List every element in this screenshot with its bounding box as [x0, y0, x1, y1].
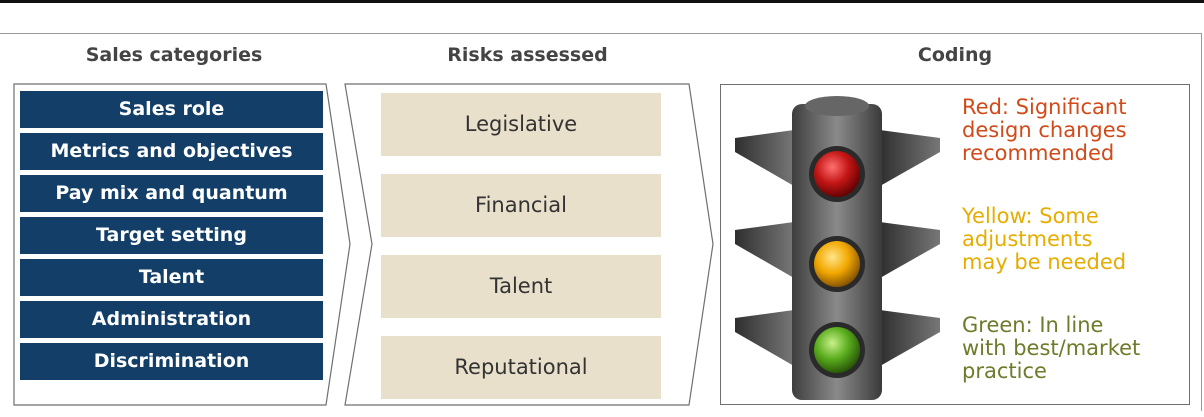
sales-category-item: Discrimination: [20, 343, 323, 380]
sales-category-list: Sales role Metrics and objectives Pay mi…: [20, 91, 323, 385]
risks-panel-chevron: [344, 83, 714, 406]
outer-frame: [0, 33, 1202, 411]
risk-item: Reputational: [381, 336, 661, 399]
risk-item: Financial: [381, 174, 661, 237]
header-sales-categories: Sales categories: [85, 44, 263, 66]
coding-red-text: Red: Significant design changes recommen…: [962, 95, 1127, 165]
sales-category-item: Pay mix and quantum: [20, 175, 323, 212]
coding-green-text: Green: In line with best/market practice: [962, 313, 1141, 383]
risk-list: Legislative Financial Talent Reputationa…: [381, 93, 661, 417]
header-risks-assessed: Risks assessed: [447, 44, 608, 66]
risk-item: Talent: [381, 255, 661, 318]
sales-category-item: Sales role: [20, 91, 323, 128]
sales-panel-chevron: [13, 83, 351, 406]
sales-category-item: Metrics and objectives: [20, 133, 323, 170]
coding-box: [720, 84, 1190, 405]
sales-category-item: Target setting: [20, 217, 323, 254]
risk-item: Legislative: [381, 93, 661, 156]
top-rule: [0, 0, 1204, 3]
coding-yellow-text: Yellow: Some adjustments may be needed: [962, 204, 1127, 274]
header-coding: Coding: [917, 44, 993, 66]
sales-category-item: Talent: [20, 259, 323, 296]
sales-category-item: Administration: [20, 301, 323, 338]
traffic-light-icon: [735, 96, 940, 400]
